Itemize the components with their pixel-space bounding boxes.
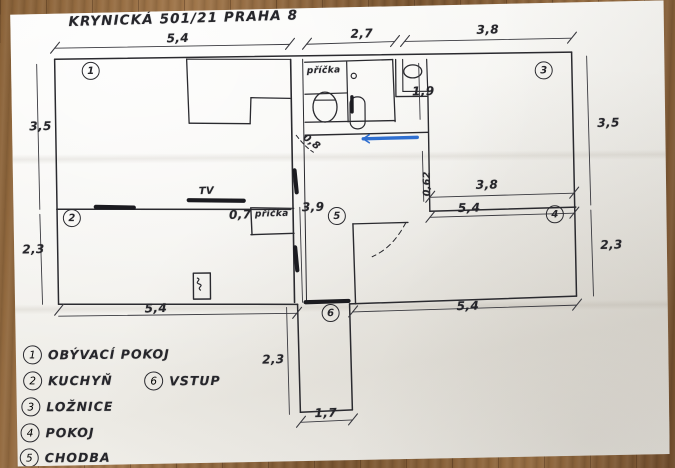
dim-hall-width: 0,7 <box>228 207 252 222</box>
dim-vestibule-width: 1,7 <box>314 405 338 421</box>
legend-label-2: KUCHYŇ <box>48 372 113 389</box>
legend-item-1: 1 OBÝVACÍ POKOJ <box>23 344 170 364</box>
dim-right-upper: 3,5 <box>597 115 620 130</box>
room-marker-3: 3 <box>535 61 553 79</box>
legend-label-6: VSTUP <box>169 372 221 389</box>
partition-label-mid: příčka <box>254 208 289 220</box>
dim-left-lower: 2,3 <box>22 241 45 257</box>
dim-right-lower: 2,3 <box>600 237 623 252</box>
legend-item-2: 2 KUCHYŇ <box>23 371 113 391</box>
dim-top-right: 3,8 <box>476 22 500 37</box>
legend-item-5: 5 CHODBA <box>20 448 111 468</box>
dim-inner-right-lower: 5,4 <box>457 200 481 216</box>
legend-label-3: LOŽNICE <box>46 398 114 415</box>
legend-number-6: 6 <box>144 371 163 390</box>
legend-label-1: OBÝVACÍ POKOJ <box>47 346 170 363</box>
dim-top-mid: 2,7 <box>350 26 374 41</box>
dim-bottom-right: 5,4 <box>456 298 480 314</box>
legend-item-3: 3 LOŽNICE <box>21 397 113 417</box>
legend-number-5: 5 <box>20 448 39 467</box>
floor-plan-drawing <box>6 0 670 467</box>
paper-sheet: KRYNICKÁ 501/21 PRAHA 8 5,4 2,7 3,8 3,5 … <box>6 0 670 467</box>
legend-item-4: 4 POKOJ <box>20 423 94 443</box>
tv-label: TV <box>198 185 215 198</box>
legend-item-6: 6 VSTUP <box>144 371 221 391</box>
legend-label-5: CHODBA <box>44 449 111 466</box>
partition-label-top: příčka <box>306 65 341 77</box>
legend-number-4: 4 <box>20 423 39 442</box>
dim-bottom-left: 5,4 <box>144 300 168 316</box>
dim-hall-height: 3,9 <box>301 199 325 215</box>
room-marker-4: 4 <box>546 205 564 223</box>
legend-number-1: 1 <box>23 345 42 364</box>
dim-top-left: 5,4 <box>166 30 190 46</box>
room-marker-2: 2 <box>63 209 81 227</box>
dim-left-upper: 3,5 <box>29 118 52 134</box>
dim-inner-right-upper: 3,8 <box>475 177 499 192</box>
dim-vertical-062: 0,62 <box>421 171 433 197</box>
room-marker-1: 1 <box>82 62 100 80</box>
dim-vestibule-height: 2,3 <box>261 352 285 367</box>
dim-bath-height: 1,9 <box>411 83 435 99</box>
legend-label-4: POKOJ <box>45 424 95 441</box>
room-marker-6: 6 <box>322 304 340 322</box>
legend-number-3: 3 <box>21 397 40 416</box>
legend-number-2: 2 <box>23 371 42 390</box>
room-marker-5: 5 <box>328 207 346 225</box>
